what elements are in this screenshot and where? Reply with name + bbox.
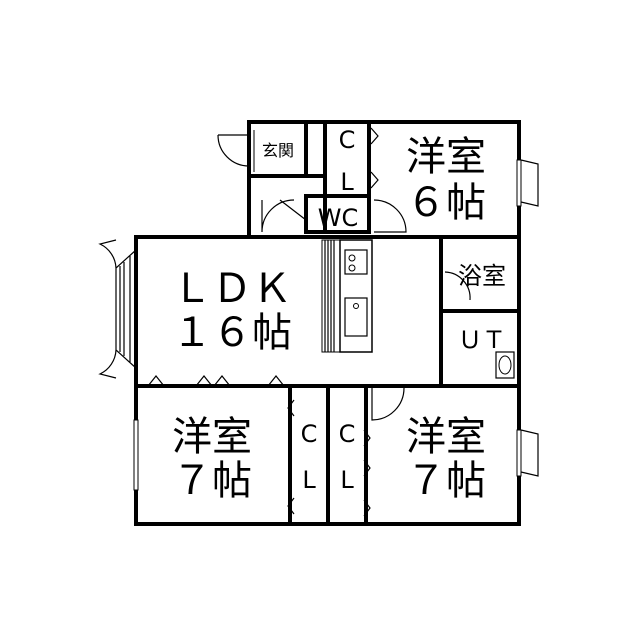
closet-top-l-label: L [340,168,354,196]
wc-label: WC [318,204,359,232]
closet-right-l-label: L [340,466,354,494]
closet-top-c-label: C [339,126,356,154]
ldk-name: ＬＤＫ [172,266,292,312]
western-room-br-name: 洋室 [406,414,486,460]
closet-left-c-label: C [301,420,318,448]
western-room-br-size: ７帖 [406,458,486,504]
ldk-size: １６帖 [172,310,292,356]
interior-walls [134,120,521,526]
western-room-bl-size: ７帖 [172,458,252,504]
door-swings [261,199,471,421]
kitchen-counter [321,239,373,353]
western-room-top-name: 洋室 [406,134,486,180]
western-room-bl-name: 洋室 [172,414,252,460]
closet-right-c-label: C [339,420,356,448]
entrance-label: 玄関 [262,141,294,160]
bath-label: 浴室 [458,262,506,290]
western-room-top-size: ６帖 [406,180,486,226]
entrance-door[interactable] [217,130,255,172]
bay-window [98,239,137,379]
washbasin [495,351,515,379]
ut-label: ＵＴ [458,326,506,354]
closet-left-l-label: L [302,466,316,494]
closet-doors [147,127,379,517]
windows [133,159,539,491]
